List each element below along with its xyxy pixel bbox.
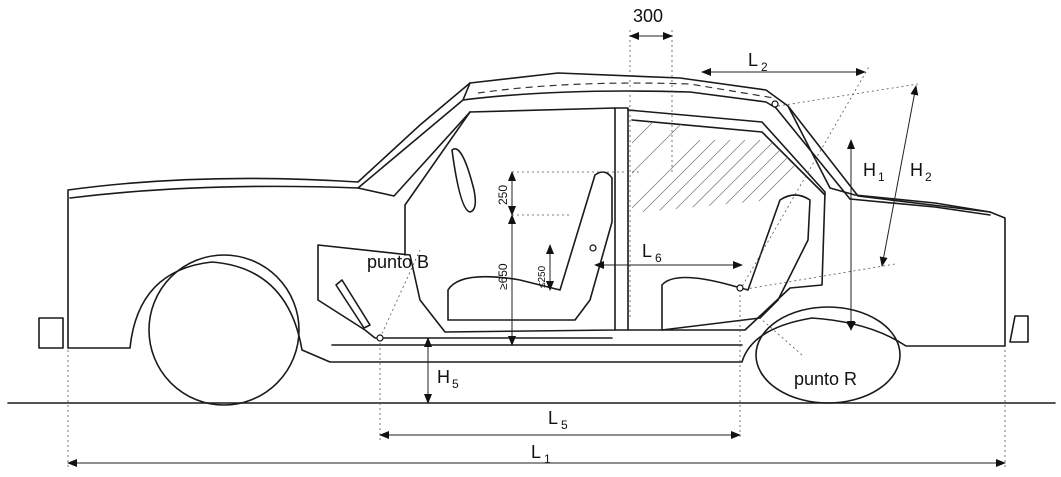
windscreen xyxy=(357,99,471,197)
front-door-inner xyxy=(404,111,471,256)
front-wheel xyxy=(148,254,300,406)
rear-bumper xyxy=(1009,315,1029,343)
trunk-line xyxy=(849,198,991,216)
label-H1: H xyxy=(863,160,876,180)
label-L1: L xyxy=(531,442,541,462)
rear-window xyxy=(775,105,991,213)
label-L6: L xyxy=(642,241,652,261)
label-H5-sub: 5 xyxy=(452,377,459,391)
wheel-center-mark xyxy=(846,322,856,330)
label-650: ≥650 xyxy=(496,263,510,290)
h-point-front-marker xyxy=(589,244,597,252)
label-L2: L xyxy=(748,50,758,70)
label-H2-sub: 2 xyxy=(925,170,932,184)
label-H1-sub: 1 xyxy=(878,170,885,184)
label-250-top: 250 xyxy=(496,185,510,205)
rear-window-top xyxy=(631,119,826,196)
punto-b-marker xyxy=(376,334,384,342)
label-H2: H xyxy=(910,160,923,180)
pedal xyxy=(335,279,371,329)
punto-r-marker xyxy=(736,284,744,292)
label-300: 300 xyxy=(633,6,663,26)
label-L5: L xyxy=(548,408,558,428)
b-pillar xyxy=(614,107,629,331)
label-L2-sub: 2 xyxy=(761,60,768,74)
front-bumper xyxy=(38,317,64,349)
steering-wheel xyxy=(451,148,477,213)
rear-wheel xyxy=(755,306,901,404)
label-L1-sub: 1 xyxy=(544,452,551,466)
label-punto-r: punto R xyxy=(794,369,857,389)
rear-seat xyxy=(661,194,811,331)
label-H5: H xyxy=(437,367,450,387)
front-seat xyxy=(447,171,613,321)
hood-line xyxy=(69,185,359,199)
label-L6-sub: 6 xyxy=(655,251,662,265)
label-punto-b: punto B xyxy=(367,252,429,272)
roof-dashed-line xyxy=(477,82,775,99)
label-L5-sub: 5 xyxy=(561,418,568,432)
dim-line-H2 xyxy=(879,85,919,267)
front-door-frame xyxy=(317,107,616,339)
roof-point-marker xyxy=(771,100,779,108)
window-hatching xyxy=(632,120,821,213)
rear-door-frame xyxy=(627,109,826,331)
car-body-outline xyxy=(67,72,1006,363)
roof-inner-line xyxy=(462,82,777,109)
label-250-small: ≤250 xyxy=(537,265,548,288)
